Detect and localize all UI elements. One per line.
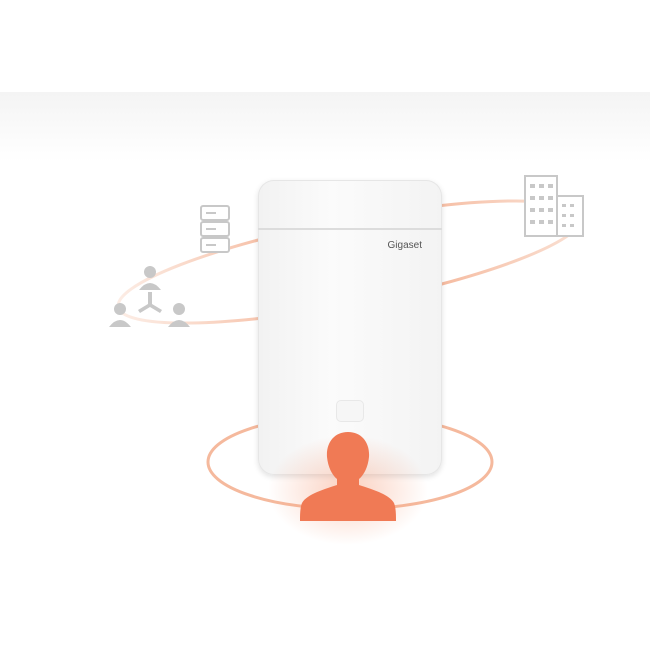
server-icon [200, 205, 230, 253]
device-seam [258, 228, 442, 230]
brand-logo: Gigaset [387, 240, 422, 251]
device-slot [336, 400, 364, 422]
background-band [0, 92, 650, 162]
user-icon [300, 432, 396, 521]
gigaset-base-station: Gigaset [258, 180, 442, 475]
buildings-icon [524, 175, 584, 237]
network-users-icon [109, 266, 190, 327]
